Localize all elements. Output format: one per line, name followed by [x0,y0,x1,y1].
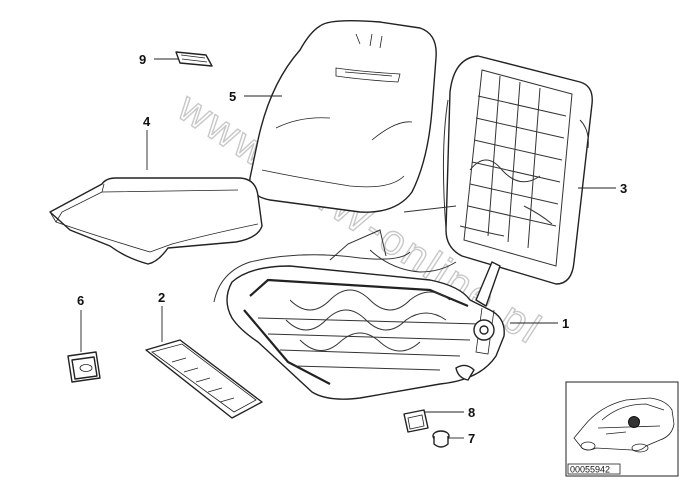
callout-1: 1 [562,316,569,331]
part-1-seat-frame [213,229,505,400]
callout-4: 4 [143,114,151,129]
part-6-switch [67,351,101,383]
part-5-backrest-cushion [249,19,437,213]
car-silhouette [573,397,675,453]
callout-8: 8 [468,405,475,420]
callout-3: 3 [620,181,627,196]
callout-7: 7 [468,431,475,446]
diagram-number: 00055942 [570,465,610,475]
callout-5: 5 [229,89,236,104]
part-2-trim-panel [145,339,263,419]
diagram-id-box [567,463,621,475]
seat-location-marker [628,416,640,428]
part-8-clip [403,409,429,433]
part-7-push-button [432,430,450,448]
vehicle-inset: 00055942 [565,381,679,477]
callout-9: 9 [139,52,146,67]
callout-6: 6 [77,293,84,308]
part-4-seat-cushion [49,177,263,265]
part-9-label-tag [175,51,213,67]
part-3-backrest-frame [403,55,593,285]
callout-2: 2 [158,290,165,305]
inset-frame [565,381,679,477]
